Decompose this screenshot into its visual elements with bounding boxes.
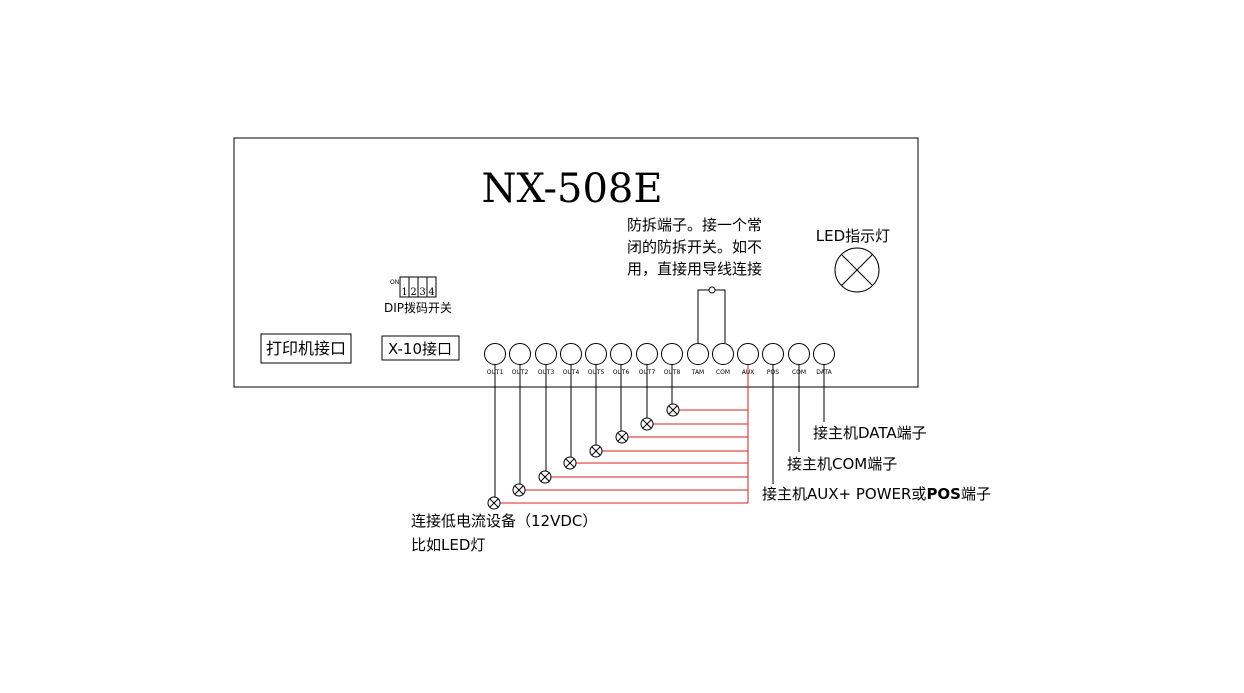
terminal-aux-10 [737,343,759,365]
terminal-com-12 [788,343,810,365]
terminal-label: TAM [691,369,704,376]
device-enclosure [233,137,919,388]
load-lamp-icon [589,444,603,458]
load-lamp-icon [487,496,501,510]
terminal-tam-8 [687,343,709,365]
printer-port [260,333,352,364]
terminal-out8-7 [661,343,683,365]
tamper-note-line-3: 用，直接用导线连接 [627,260,762,278]
terminal-label: OUT1 [487,369,504,376]
terminal-label: OUT2 [512,369,529,376]
tamper-jumper [697,286,726,343]
dip-switch: ON 1 2 3 4 DIP拨码开关 [384,276,452,315]
terminal-data-13 [813,343,835,365]
load-lamp-icon [563,456,577,470]
terminal-out5-4 [585,343,607,365]
dip-on-label: ON [390,279,399,286]
aux-line-annotation: 接主机AUX+ POWER或POS端子 [762,485,991,503]
terminal-com-9 [712,343,734,365]
terminal-out6-5 [610,343,632,365]
load-lamp-icon [666,403,680,417]
data-line-annotation: 接主机DATA端子 [813,424,927,442]
terminal-label: OUT6 [613,369,630,376]
terminal-out2-1 [509,343,531,365]
terminal-out7-6 [636,343,658,365]
tamper-note-line-1: 防拆端子。接一个常 [627,216,762,234]
load-annotation-line-1: 连接低电流设备（12VDC） [411,512,597,530]
terminal-out3-2 [535,343,557,365]
dip-pos-3: 3 [419,287,425,298]
terminal-out1-0 [484,343,506,365]
terminal-label: OUT3 [538,369,555,376]
load-annotation-line-2: 比如LED灯 [411,536,485,554]
dip-pos-4: 4 [428,287,434,298]
tamper-note-line-2: 闭的防拆开关。如不 [627,238,762,256]
printer-port-label: 打印机接口 [266,339,346,358]
terminal-label: COM [792,369,806,376]
led-indicator-label: LED指示灯 [816,227,890,245]
led-indicator-icon [834,247,880,293]
load-lamps [487,403,680,510]
model-title: NX-508E [481,166,662,212]
load-lamp-icon [512,483,526,497]
terminal-label: DATA [816,369,832,376]
terminal-pos-11 [762,343,784,365]
terminal-block: OUT1 OUT2 OUT3 OUT4 OUT5 OUT6 OUT7 OUT8 TAM COM AU… [484,343,835,376]
terminal-out4-3 [560,343,582,365]
load-lamp-icon [615,430,629,444]
dip-pos-1: 1 [401,287,407,298]
leads [494,364,825,497]
terminal-label: OUT8 [664,369,681,376]
com-line-annotation: 接主机COM端子 [787,455,897,473]
terminal-label: OUT4 [563,369,580,376]
x10-port-label: X-10接口 [388,340,452,358]
terminal-label: COM [716,369,730,376]
dip-switch-label: DIP拨码开关 [384,301,452,315]
terminal-label: AUX [742,369,755,376]
wires [500,364,749,504]
load-lamp-icon [538,470,552,484]
terminal-label: POS [767,369,779,376]
terminal-label: OUT5 [588,369,605,376]
load-lamp-icon [640,417,654,431]
x10-port [381,335,460,361]
dip-pos-2: 2 [410,287,416,298]
terminal-label: OUT7 [639,369,656,376]
